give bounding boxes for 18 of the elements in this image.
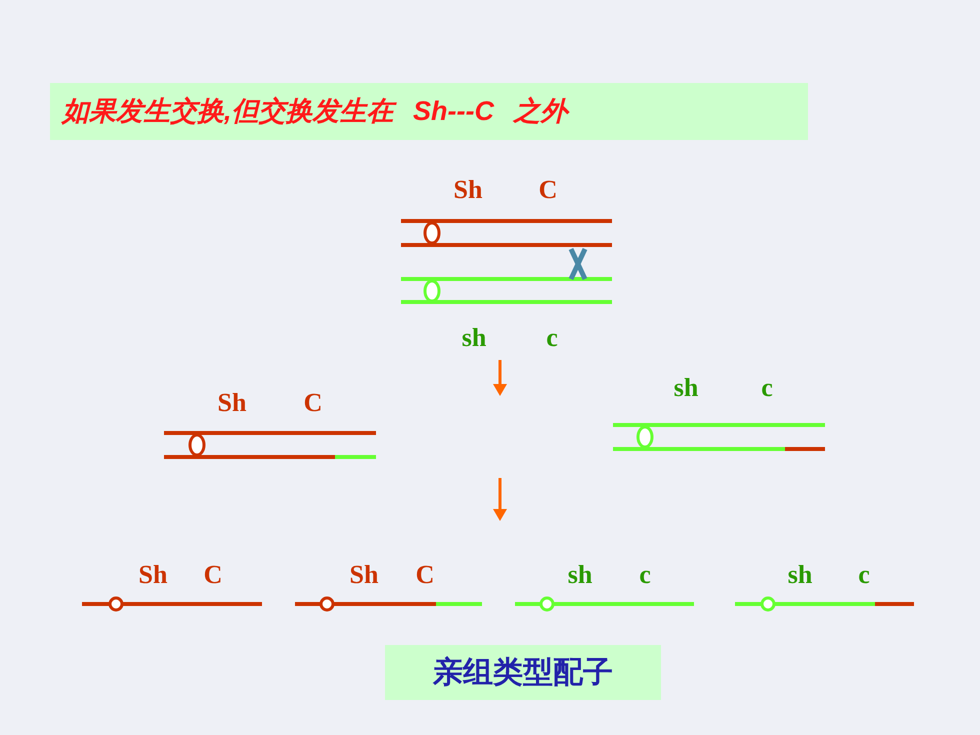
gene-label: c bbox=[761, 375, 773, 401]
gene-label: C bbox=[204, 562, 222, 588]
gene-label: sh bbox=[674, 375, 698, 401]
gene-label: C bbox=[538, 177, 558, 203]
gene-label: Sh bbox=[350, 562, 378, 588]
gene-label: Sh bbox=[218, 390, 246, 416]
gene-label: c bbox=[639, 562, 651, 588]
gene-label: Sh bbox=[138, 562, 168, 588]
gene-label: C bbox=[304, 390, 322, 416]
gene-label: sh bbox=[788, 562, 812, 588]
title-banner: 如果发生交换,但交换发生在 Sh---C 之外 bbox=[50, 83, 808, 140]
gene-label: sh bbox=[568, 562, 592, 588]
gene-label: Sh bbox=[454, 177, 482, 203]
gene-label: C bbox=[416, 562, 434, 588]
gene-label: c bbox=[858, 562, 870, 588]
gene-label: sh bbox=[462, 325, 486, 351]
caption-box: 亲组类型配子 bbox=[385, 645, 661, 700]
gene-label: c bbox=[546, 325, 558, 351]
